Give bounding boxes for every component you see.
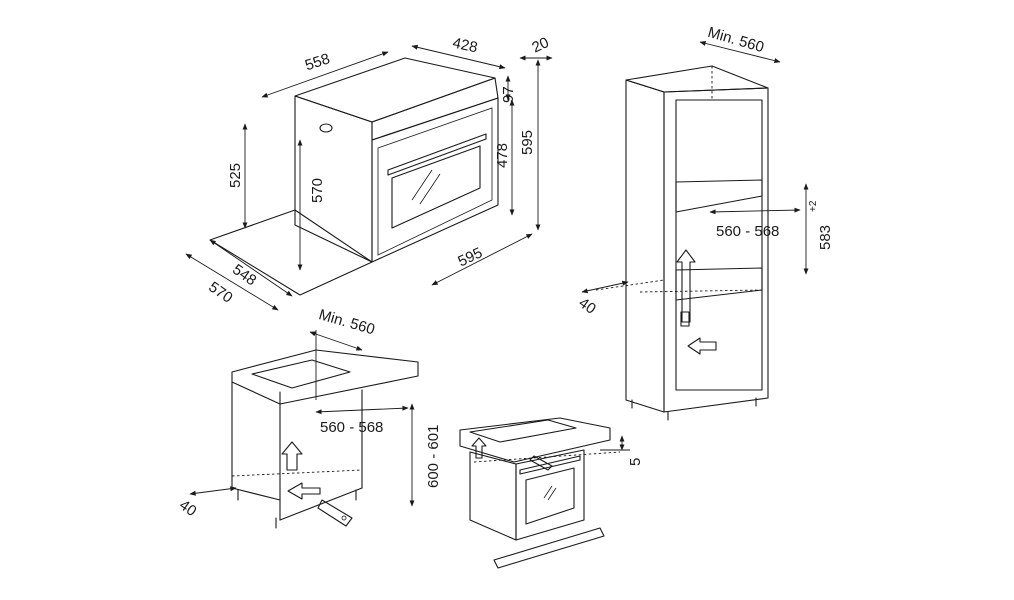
dim-inner-height: 570 <box>309 178 326 203</box>
oven-door-inner <box>377 107 493 256</box>
tall-cabinet-diagram: Min. 560 560 - 568 583 +2 40 <box>575 24 834 421</box>
dim-under-min-depth: Min. 560 <box>317 306 377 338</box>
under-plinth-tab <box>317 499 353 527</box>
dim-body-height: 525 <box>227 163 244 188</box>
dim-depth-base-outer: 570 <box>205 278 235 306</box>
oven-control-panel <box>371 77 499 141</box>
cooktop-recess <box>251 359 351 389</box>
oven-base <box>209 209 373 296</box>
oven-window <box>391 145 481 229</box>
dim-panel: 20 <box>529 34 551 56</box>
cabinet-top <box>625 65 769 93</box>
dim-width-top: 558 <box>303 50 332 74</box>
cabinet-front-frame <box>663 87 769 413</box>
dim-width-front: 595 <box>455 244 485 270</box>
airflow-up-arrow <box>676 249 696 323</box>
hob-oven-side <box>469 451 517 541</box>
airflow-in-arrow <box>687 337 717 355</box>
dim-cabinet-rear-gap: 40 <box>575 294 598 317</box>
cabinet-left-side <box>625 79 665 413</box>
dim-under-niche-height: 600 - 601 <box>425 425 442 488</box>
oven-vent-circle <box>319 123 333 133</box>
under-airflow-in-arrow <box>287 482 321 500</box>
dim-depth-base-inner: 548 <box>229 261 259 289</box>
oven-with-hob-diagram: 5 <box>459 417 644 569</box>
dim-height-total: 595 <box>519 130 536 155</box>
dim-control-height: 97 <box>500 86 517 103</box>
hob-glass <box>469 419 577 443</box>
hob-plinth <box>493 527 605 569</box>
dim-under-niche-width: 560 - 568 <box>320 419 383 436</box>
cabinet-upper-shelf <box>675 179 763 213</box>
hob-oven-window <box>525 467 575 525</box>
oven-side-body <box>294 95 373 263</box>
dim-door-height: 478 <box>494 143 511 168</box>
under-counter-diagram: Min. 560 560 - 568 600 - 601 40 <box>176 306 442 529</box>
hob-worktop <box>459 417 611 463</box>
dim-cabinet-niche-tol: +2 <box>808 200 819 212</box>
cabinet-opening <box>675 99 763 391</box>
dim-cabinet-niche-height: 583 <box>817 225 834 250</box>
dim-hob-gap: 5 <box>627 458 644 466</box>
hob-oven-front <box>515 449 585 541</box>
dim-cabinet-niche-width: 560 - 568 <box>716 223 779 240</box>
oven-door <box>371 97 499 263</box>
under-airflow-up-arrow <box>281 441 303 471</box>
cabinet-lower-shelf <box>675 267 763 301</box>
dim-under-rear-gap: 40 <box>176 497 199 520</box>
oven-diagram: 558 428 20 97 478 595 525 570 595 548 57… <box>185 34 553 311</box>
dim-depth-top: 428 <box>451 35 479 57</box>
oven-handle <box>387 133 487 176</box>
